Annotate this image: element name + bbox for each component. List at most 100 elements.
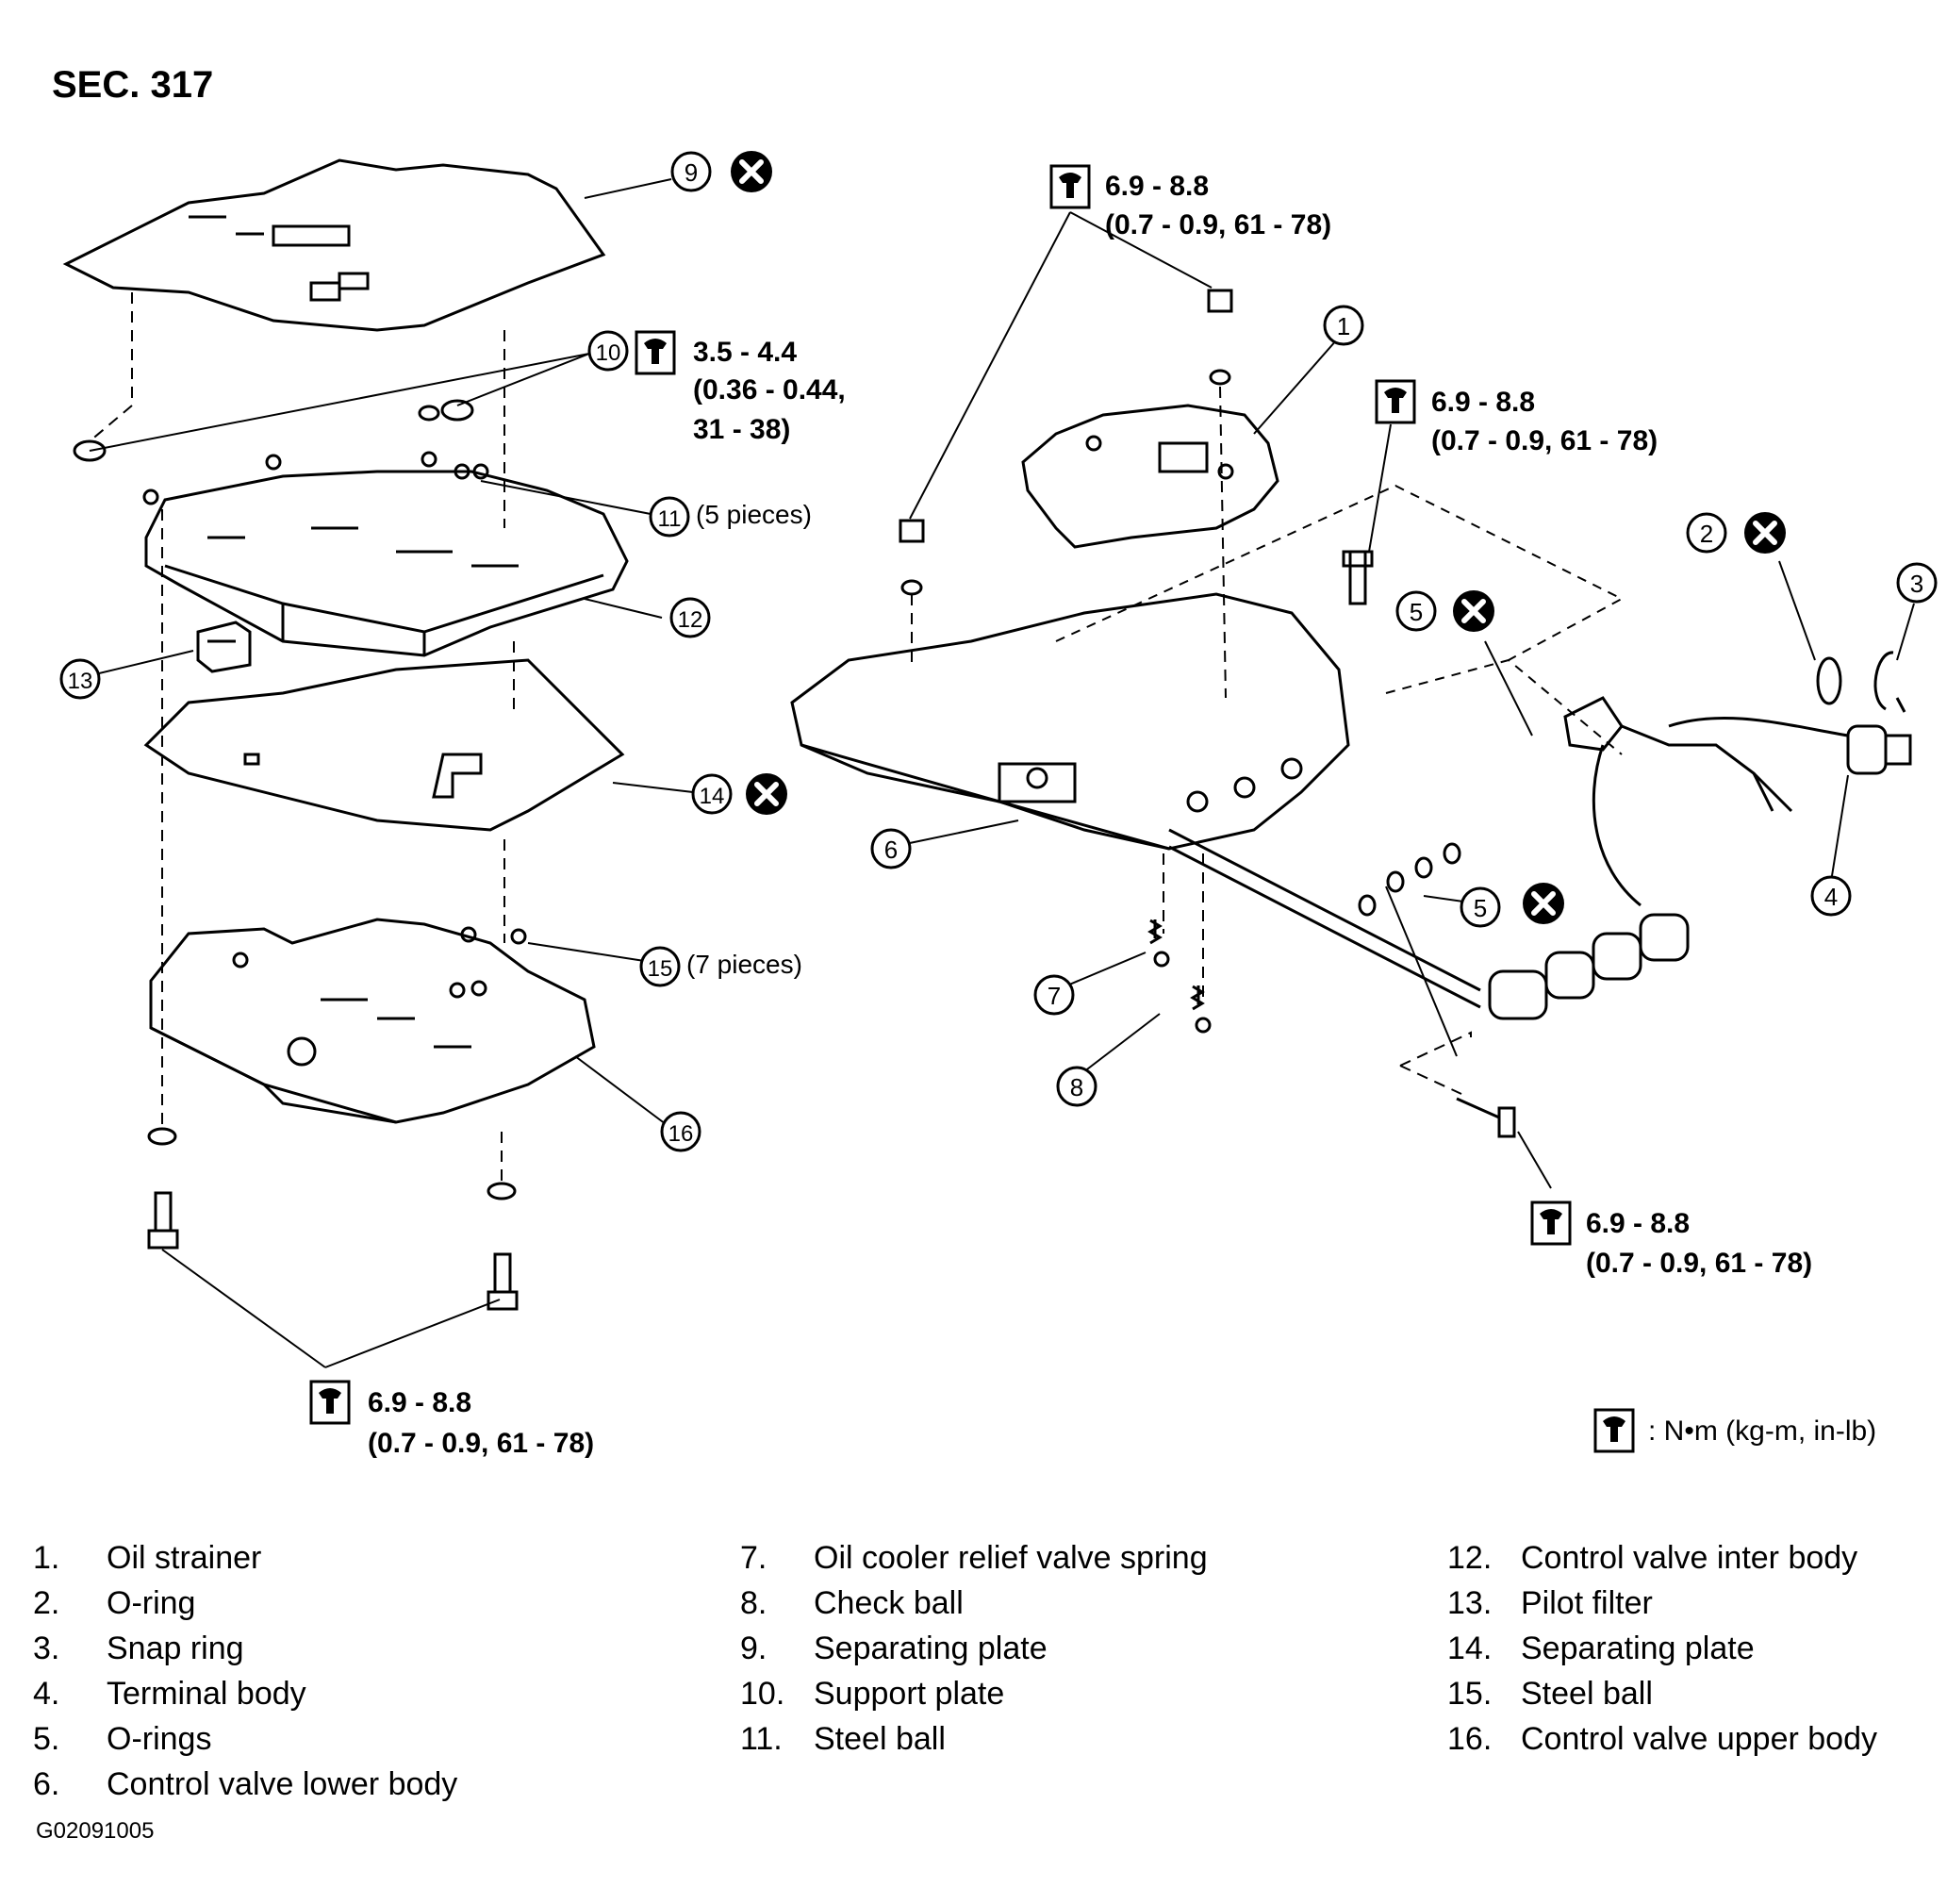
legend-number: 7. (740, 1540, 767, 1576)
legend-label: Snap ring (107, 1631, 244, 1666)
callout-6: 6 (870, 828, 912, 869)
torque-spec-line2: (0.36 - 0.44, (693, 374, 846, 406)
legend-item: 16.Control valve upper body (1447, 1716, 1877, 1762)
callout-10: 10 (587, 330, 629, 372)
torque-spec-line1: 6.9 - 8.8 (1105, 171, 1209, 202)
callout-11-text: 11 (658, 506, 682, 532)
legend-label: Separating plate (814, 1631, 1048, 1666)
legend-number: 9. (740, 1631, 767, 1666)
legend-item: 9. Separating plate (740, 1626, 1208, 1671)
legend-item: 1.Oil strainer (33, 1535, 457, 1581)
bolts-left (147, 1127, 519, 1311)
support-plate-washers (73, 399, 474, 462)
legend-label: Steel ball (1521, 1676, 1653, 1712)
callout-13-text: 13 (68, 669, 93, 694)
legend-item: 13.Pilot filter (1447, 1581, 1877, 1626)
torque-wrench-icon (1593, 1408, 1635, 1453)
torque-spec-line2: (0.7 - 0.9, 61 - 78) (368, 1428, 594, 1459)
legend-item: 14. Separating plate (1447, 1626, 1877, 1671)
torque-spec-line2: (0.7 - 0.9, 61 - 78) (1105, 209, 1331, 240)
torque-spec-line1: 6.9 - 8.8 (368, 1387, 471, 1418)
callout-5-upper: 5 (1395, 590, 1437, 632)
callout-4-text: 4 (1824, 883, 1838, 911)
legend-item: 5.O-rings (33, 1716, 457, 1762)
steel-balls (142, 451, 527, 999)
separating-plate-9 (62, 158, 606, 332)
callout-12: 12 (669, 597, 711, 638)
legend-item: 12. Control valve inter body (1447, 1535, 1877, 1581)
wiring-harness-terminal-body-4 (1563, 696, 1912, 907)
legend-column-2: 7.Oil cooler relief valve spring 8.Check… (740, 1535, 1208, 1762)
callout-4: 4 (1810, 875, 1852, 917)
legend-number: 8. (740, 1585, 767, 1621)
legend-label: Separating plate (1521, 1631, 1755, 1666)
legend-column-1: 1.Oil strainer 2.O-ring 3.Snap ring 4. Te… (33, 1535, 457, 1807)
torque-units-note: : N•m (kg-m, in-lb) (1648, 1416, 1876, 1447)
callout-10-text: 10 (596, 340, 621, 366)
legend-number: 12. (1447, 1540, 1493, 1576)
callout-5-lower-text: 5 (1474, 894, 1487, 922)
callout-2: 2 (1686, 512, 1727, 554)
callout-11: 11 (649, 496, 690, 538)
callout-5-lower: 5 (1460, 886, 1501, 928)
control-valve-lower-body-6 (790, 592, 1350, 851)
legend-label: Oil strainer (107, 1540, 262, 1576)
torque-wrench-icon (309, 1380, 351, 1425)
bolts-right (899, 289, 1516, 1138)
legend-label: Control valve lower body (107, 1766, 458, 1802)
section-title: SEC. 317 (52, 64, 214, 106)
legend-label: Steel ball (814, 1721, 946, 1757)
legend-number: 15. (1447, 1676, 1493, 1712)
leader-lines (74, 178, 1915, 1368)
quantity-note-11: (5 pieces) (696, 500, 812, 529)
legend-item: 2.O-ring (33, 1581, 457, 1626)
legend-label: Check ball (814, 1585, 964, 1621)
torque-wrench-icon (1049, 164, 1091, 209)
parts-legend: 1.Oil strainer 2.O-ring 3.Snap ring 4. Te… (33, 1535, 1919, 1818)
legend-number: 5. (33, 1721, 60, 1757)
legend-label: Pilot filter (1521, 1585, 1653, 1621)
legend-number: 14. (1447, 1631, 1493, 1666)
do-not-reuse-icon (746, 773, 787, 815)
oring-2-snapring-3 (1816, 651, 1906, 713)
torque-wrench-icon (1530, 1200, 1572, 1246)
callout-13: 13 (59, 658, 101, 700)
legend-number: 4. (33, 1676, 60, 1712)
legend-number: 6. (33, 1766, 60, 1802)
torque-units-key: : N•m (kg-m, in-lb) (1593, 1408, 1876, 1453)
torque-spec-right-lower: 6.9 - 8.8 (0.7 - 0.9, 61 - 78) (1530, 1200, 1812, 1279)
callout-5-upper-text: 5 (1410, 598, 1423, 626)
torque-spec-line1: 6.9 - 8.8 (1586, 1208, 1690, 1239)
callout-8-text: 8 (1070, 1073, 1083, 1101)
legend-label: Terminal body (107, 1676, 306, 1712)
legend-number: 11. (740, 1721, 783, 1757)
callout-6-text: 6 (884, 836, 898, 864)
callout-7: 7 (1033, 974, 1075, 1016)
legend-number: 10. (740, 1676, 785, 1712)
torque-wrench-icon (1375, 379, 1416, 424)
torque-wrench-icon (635, 330, 676, 375)
callout-3-text: 3 (1910, 570, 1923, 598)
pilot-filter-13 (196, 621, 252, 673)
callout-9-text: 9 (685, 158, 698, 187)
do-not-reuse-icon (1744, 512, 1786, 554)
callout-12-text: 12 (678, 607, 703, 633)
control-valve-upper-body-16 (149, 918, 596, 1124)
legend-item: 15. Steel ball (1447, 1671, 1877, 1716)
do-not-reuse-icon (731, 151, 772, 192)
callout-15: 15 (639, 946, 681, 987)
callout-2-text: 2 (1700, 520, 1713, 548)
legend-label: O-ring (107, 1585, 196, 1621)
callout-14-text: 14 (700, 784, 725, 809)
legend-label: Control valve inter body (1521, 1540, 1858, 1576)
callout-9: 9 (670, 151, 712, 192)
legend-item: 3.Snap ring (33, 1626, 457, 1671)
quantity-note-15: (7 pieces) (686, 950, 802, 979)
legend-label: Control valve upper body (1521, 1721, 1878, 1757)
control-valve-inter-body-12 (144, 470, 629, 657)
torque-spec-support-plate: 3.5 - 4.4 (0.36 - 0.44, 31 - 38) (635, 330, 846, 445)
callout-16-text: 16 (668, 1121, 694, 1147)
callout-8: 8 (1056, 1066, 1097, 1107)
callout-1: 1 (1323, 305, 1364, 346)
